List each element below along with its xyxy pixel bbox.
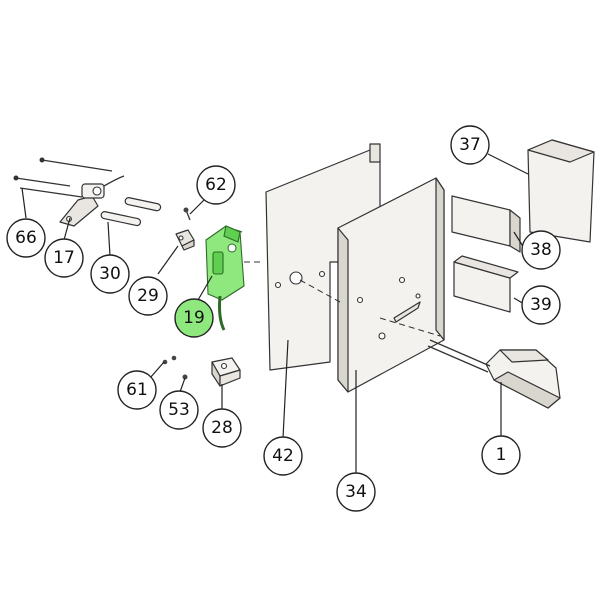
callout-label-28: 28 [211, 418, 233, 438]
rods-part-66 [13, 157, 113, 198]
callout-label-38: 38 [530, 240, 552, 260]
screw-part-53 [182, 374, 188, 380]
callout-28: 28 [202, 408, 242, 448]
callout-label-62: 62 [205, 175, 227, 195]
lever-part-17 [59, 175, 125, 227]
callout-38: 38 [521, 230, 561, 270]
screw-part-62 [183, 207, 191, 221]
callout-66: 66 [6, 218, 46, 258]
screws-part-61 [162, 355, 177, 365]
callout-label-53: 53 [168, 400, 190, 420]
callout-42: 42 [263, 436, 303, 476]
pins-part-30 [100, 197, 162, 227]
callout-53: 53 [159, 390, 199, 430]
callout-label-30: 30 [99, 264, 121, 284]
leader-lines [21, 153, 529, 474]
assembly-lines [244, 261, 441, 337]
callout-29: 29 [128, 276, 168, 316]
callout-30: 30 [90, 254, 130, 294]
latch-part-28 [211, 357, 241, 387]
callout-1: 1 [481, 435, 521, 475]
callout-17: 17 [44, 238, 84, 278]
handle-part-1 [427, 339, 561, 409]
callout-label-66: 66 [15, 228, 37, 248]
clip-part-29 [175, 229, 195, 251]
block-part-37 [527, 139, 595, 243]
callout-34: 34 [336, 472, 376, 512]
lock-body-part-19 [205, 225, 245, 331]
pad-part-39 [453, 255, 519, 313]
front-plate-part-34 [337, 177, 445, 393]
callout-label-37: 37 [459, 135, 481, 155]
callout-label-34: 34 [345, 482, 367, 502]
callout-62: 62 [196, 165, 236, 205]
callout-61: 61 [117, 370, 157, 410]
pad-part-38 [451, 195, 521, 253]
callout-39: 39 [521, 285, 561, 325]
callout-19: 19 [174, 298, 214, 338]
callout-label-19: 19 [183, 308, 205, 328]
callout-label-61: 61 [126, 380, 148, 400]
callout-label-39: 39 [530, 295, 552, 315]
callout-37: 37 [450, 125, 490, 165]
callout-label-29: 29 [137, 286, 159, 306]
callout-label-1: 1 [496, 445, 507, 465]
callout-label-17: 17 [53, 248, 75, 268]
callout-label-42: 42 [272, 446, 294, 466]
